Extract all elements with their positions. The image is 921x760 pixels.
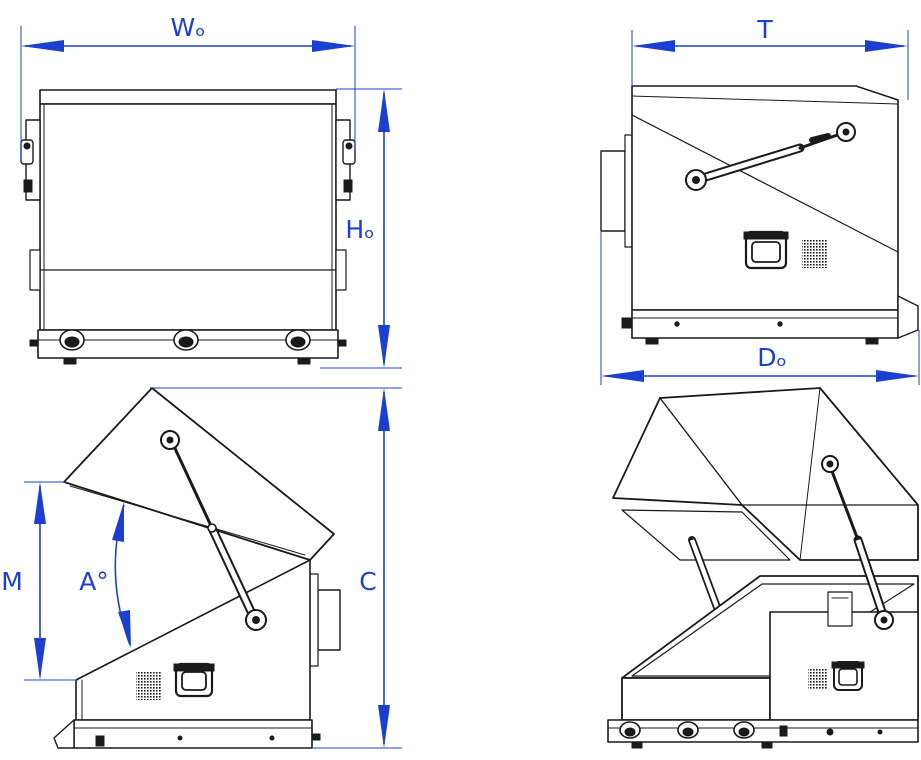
- dimension-rear-height: [24, 481, 78, 681]
- base-knob-icon: [59, 329, 311, 351]
- hinge-strut-left-icon: [20, 119, 41, 291]
- front-view-closed: [20, 89, 356, 365]
- dimension-width-outer: [20, 26, 356, 160]
- gas-strut-iso-icon: [821, 455, 894, 630]
- dimension-thickness: [631, 30, 909, 100]
- hinge-strut-right-icon: [335, 119, 356, 291]
- vent-grille-open-icon: [136, 672, 162, 700]
- label-thickness: T: [756, 15, 773, 44]
- gas-strut-icon: [685, 122, 856, 191]
- handle-iso-icon: [831, 661, 865, 691]
- gas-strut-open-icon: [160, 430, 267, 631]
- label-height-outer: Hₒ: [345, 215, 374, 244]
- handle-open-icon: [173, 662, 215, 698]
- label-rear-height: M: [1, 567, 23, 596]
- label-open-height: C: [359, 567, 376, 596]
- dimension-open-height: [150, 387, 402, 749]
- label-open-angle: A°: [79, 567, 109, 596]
- vent-grille-iso-icon: [808, 668, 828, 690]
- label-depth-outer: Dₒ: [757, 343, 787, 372]
- dimension-open-angle: [112, 502, 131, 648]
- handle-icon: [743, 230, 789, 270]
- dimension-height-outer: [320, 88, 402, 369]
- vent-grille-icon: [802, 240, 828, 268]
- side-view-closed: [600, 85, 919, 345]
- label-width-outer: Wₒ: [170, 13, 205, 42]
- isometric-view-open: [607, 387, 919, 749]
- side-view-open: [53, 387, 341, 749]
- dimension-depth-outer: [600, 232, 920, 385]
